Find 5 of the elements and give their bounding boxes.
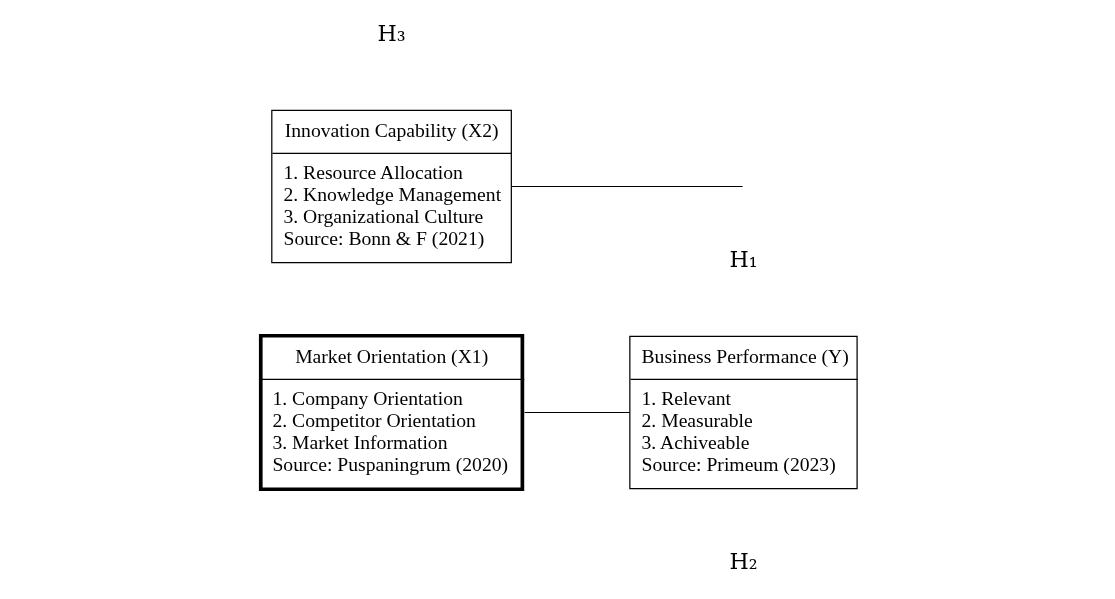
label: H₃ — [377, 19, 406, 46]
connector — [523, 411, 630, 414]
label: H₂ — [728, 547, 758, 574]
connector — [510, 185, 743, 188]
label: H₁ — [728, 245, 758, 272]
